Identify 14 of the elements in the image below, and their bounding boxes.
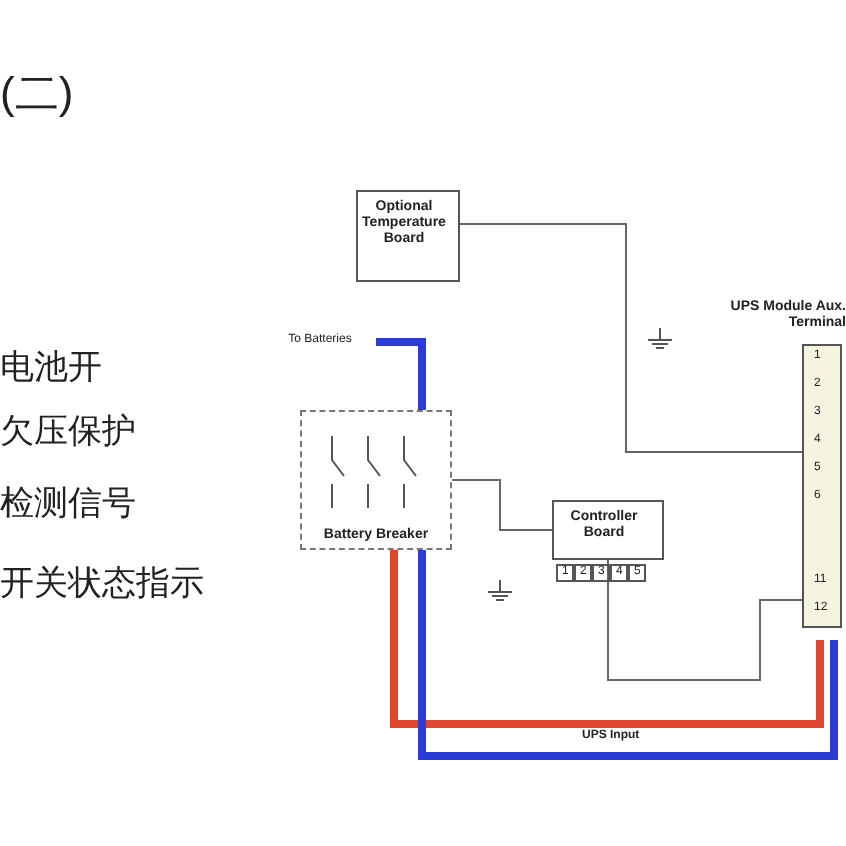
list-item: 检测信号 (0, 482, 136, 526)
circuit-board-box (552, 500, 664, 560)
signal-wire (451, 479, 553, 531)
heading: (二) (0, 66, 74, 122)
signal-wire (459, 223, 807, 453)
list-item: 欠压保护 (0, 410, 136, 454)
list-item: 开关状态指示 (0, 562, 204, 606)
signal-wire (607, 559, 807, 681)
circuit-board-box (356, 190, 460, 282)
breaker-box (300, 410, 452, 550)
power-cable (376, 338, 426, 410)
power-cable (418, 550, 838, 760)
list-item: 电池开 (0, 346, 102, 390)
power-cable (390, 550, 824, 728)
